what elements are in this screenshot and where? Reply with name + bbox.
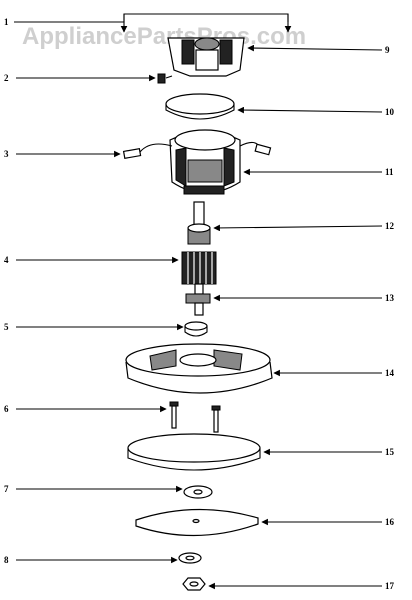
callout-7: 7 <box>4 484 9 494</box>
part-15-ring <box>127 433 261 471</box>
watermark: AppliancePartsPros.com <box>22 23 306 50</box>
callout-11: 11 <box>385 167 394 177</box>
part-17-nut <box>182 577 206 591</box>
callout-1: 1 <box>4 17 9 27</box>
part-6-screws <box>169 401 221 433</box>
part-10-band <box>165 93 235 120</box>
callout-14: 14 <box>385 368 395 378</box>
part-12-bearing <box>187 201 211 245</box>
callout-numbers: 1 2 3 4 5 6 7 8 9 10 11 12 13 14 15 16 1… <box>4 17 395 591</box>
callout-5: 5 <box>4 322 9 332</box>
part-2-clip <box>157 73 173 84</box>
part-13-lower-bearing <box>185 293 211 316</box>
callout-17: 17 <box>385 581 395 591</box>
callout-12: 12 <box>385 221 395 231</box>
part-8-washer <box>178 552 202 564</box>
callout-13: 13 <box>385 293 395 303</box>
callout-2: 2 <box>4 73 9 83</box>
callout-16: 16 <box>385 517 395 527</box>
callout-9: 9 <box>385 45 390 55</box>
part-16-blade-plate <box>135 508 259 537</box>
callout-6: 6 <box>4 404 9 414</box>
part-11-field-stator <box>122 129 272 195</box>
callout-4: 4 <box>4 255 9 265</box>
leader-lines <box>14 13 383 590</box>
part-5-spacer <box>184 321 208 337</box>
part-7-washer <box>183 485 213 499</box>
part-14-housing <box>125 343 273 394</box>
part-4-armature <box>181 251 217 295</box>
callout-3: 3 <box>4 149 9 159</box>
callout-15: 15 <box>385 447 395 457</box>
part-9-brush-holder <box>167 37 245 77</box>
callout-8: 8 <box>4 555 9 565</box>
callout-10: 10 <box>385 107 395 117</box>
